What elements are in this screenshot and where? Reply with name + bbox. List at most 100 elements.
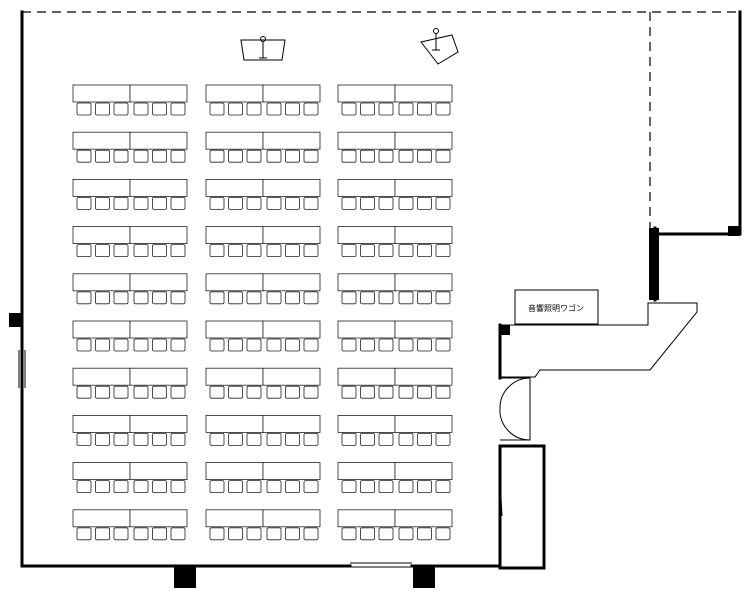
table <box>205 273 264 292</box>
chair <box>360 527 375 541</box>
chair <box>435 244 451 258</box>
table <box>394 462 453 481</box>
chair <box>228 149 243 163</box>
chair <box>170 244 186 258</box>
chair <box>341 149 357 163</box>
chair <box>228 102 243 116</box>
chair <box>398 527 414 541</box>
chair <box>152 480 167 494</box>
chair <box>170 291 186 305</box>
chair <box>341 244 357 258</box>
chair <box>133 480 149 494</box>
table <box>129 414 188 433</box>
chair <box>266 196 282 210</box>
chair <box>76 102 92 116</box>
chair <box>228 385 243 399</box>
chair <box>209 480 225 494</box>
chair <box>303 527 319 541</box>
chair <box>113 291 129 305</box>
table <box>72 367 131 386</box>
chair <box>95 527 110 541</box>
chair <box>303 480 319 494</box>
chair <box>303 102 319 116</box>
chair <box>152 338 167 352</box>
chair <box>435 291 451 305</box>
table <box>129 320 188 339</box>
chair <box>341 291 357 305</box>
table <box>129 226 188 245</box>
chair <box>246 385 262 399</box>
chair <box>266 385 282 399</box>
table <box>205 84 264 103</box>
chair <box>113 149 129 163</box>
chair <box>417 102 432 116</box>
chair <box>398 480 414 494</box>
chair <box>76 480 92 494</box>
table <box>394 320 453 339</box>
table <box>394 131 453 150</box>
table <box>205 226 264 245</box>
chair <box>417 244 432 258</box>
table <box>72 320 131 339</box>
chair <box>435 527 451 541</box>
chair <box>246 102 262 116</box>
chair <box>113 432 129 446</box>
chair <box>228 196 243 210</box>
chair <box>76 527 92 541</box>
chair <box>398 102 414 116</box>
chair <box>341 385 357 399</box>
table <box>337 131 396 150</box>
table <box>129 462 188 481</box>
chair <box>378 196 394 210</box>
table <box>205 367 264 386</box>
table <box>337 462 396 481</box>
table <box>72 226 131 245</box>
table <box>262 414 321 433</box>
chair <box>170 432 186 446</box>
chair <box>246 338 262 352</box>
chair <box>378 480 394 494</box>
table <box>129 367 188 386</box>
table <box>262 178 321 197</box>
chair <box>133 102 149 116</box>
chair <box>170 196 186 210</box>
chair <box>417 527 432 541</box>
chair <box>95 149 110 163</box>
table <box>72 414 131 433</box>
chair <box>417 480 432 494</box>
table <box>262 462 321 481</box>
table <box>262 367 321 386</box>
chair <box>133 527 149 541</box>
chair <box>303 432 319 446</box>
chair <box>341 480 357 494</box>
chair <box>360 149 375 163</box>
chair <box>246 196 262 210</box>
chair <box>76 244 92 258</box>
chair <box>417 338 432 352</box>
chair <box>209 291 225 305</box>
chair <box>170 102 186 116</box>
table <box>394 178 453 197</box>
pillars <box>9 226 740 588</box>
chair <box>378 102 394 116</box>
chair <box>228 480 243 494</box>
chair <box>95 291 110 305</box>
table <box>394 367 453 386</box>
chair <box>360 102 375 116</box>
chair <box>378 244 394 258</box>
table <box>262 320 321 339</box>
chair <box>113 244 129 258</box>
chair <box>76 432 92 446</box>
chair <box>341 527 357 541</box>
chair <box>435 480 451 494</box>
chair <box>285 527 300 541</box>
chair <box>398 244 414 258</box>
table <box>337 509 396 528</box>
chair <box>133 196 149 210</box>
chair <box>152 196 167 210</box>
left-window <box>18 350 26 388</box>
chair <box>95 338 110 352</box>
chair <box>417 291 432 305</box>
chair <box>209 196 225 210</box>
table <box>337 84 396 103</box>
